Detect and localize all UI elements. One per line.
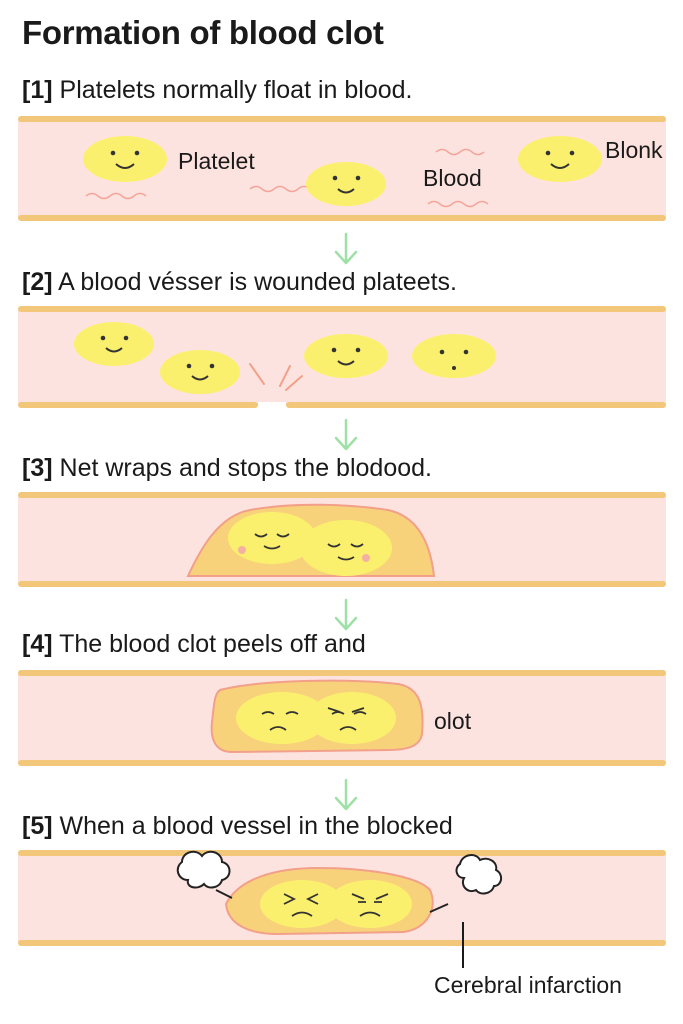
platelet-2 bbox=[306, 162, 386, 206]
infarction-pointer-line bbox=[462, 922, 464, 968]
step-5-vessel bbox=[18, 850, 666, 948]
step-3-vessel bbox=[18, 492, 666, 588]
step-2-heading: [2] A blood vésser is wounded plateets. bbox=[22, 268, 457, 297]
step-5-number: [5] bbox=[22, 812, 53, 840]
step-3-text: Net wraps and stops the blodood. bbox=[59, 454, 432, 482]
platelet-b bbox=[160, 350, 240, 394]
step-1-heading: [1] Platelets normally float in blood. bbox=[22, 76, 412, 105]
platelet-1 bbox=[83, 136, 167, 182]
clot-label: olot bbox=[434, 708, 472, 734]
step-2-vessel bbox=[18, 306, 666, 410]
step-1-vessel bbox=[18, 116, 666, 222]
puff-cloud-right-icon bbox=[429, 854, 502, 913]
step-1-number: [1] bbox=[22, 76, 53, 104]
blood-wave-lines bbox=[85, 148, 489, 208]
step-1-text: Platelets normally float in blood. bbox=[59, 76, 413, 104]
down-arrow-icon bbox=[334, 778, 358, 811]
infarction-label: Cerebral infarction bbox=[434, 972, 622, 998]
down-arrow-icon bbox=[334, 598, 358, 631]
step-4-text: The blood clot peels off and bbox=[59, 630, 366, 658]
step-3-heading: [3] Net wraps and stops the blodood. bbox=[22, 454, 432, 483]
platelet-3 bbox=[518, 136, 602, 182]
step-5-heading: [5] When a blood vessel in the blocked bbox=[22, 812, 453, 841]
blonk-label: Blonk bbox=[605, 137, 663, 163]
step-4-number: [4] bbox=[22, 630, 53, 658]
page-title: Formation of blood clot bbox=[22, 14, 384, 51]
step-2-text: A blood vésser is wounded plateets. bbox=[58, 268, 458, 296]
platelet-a bbox=[74, 322, 154, 366]
wound-spark-lines bbox=[249, 363, 303, 391]
step-5-text: When a blood vessel in the blocked bbox=[59, 812, 453, 840]
platelet-label: Platelet bbox=[178, 148, 255, 174]
blood-label: Blood bbox=[423, 165, 482, 191]
platelet-d bbox=[412, 334, 496, 378]
step-4-heading: [4] The blood clot peels off and bbox=[22, 630, 366, 659]
step-4-vessel bbox=[18, 670, 666, 768]
platelet-c bbox=[304, 334, 388, 378]
detached-clot bbox=[210, 679, 424, 754]
down-arrow-icon bbox=[334, 232, 358, 265]
down-arrow-icon bbox=[334, 418, 358, 451]
puff-cloud-left-icon bbox=[176, 850, 233, 899]
clot-net bbox=[186, 503, 436, 577]
step-2-number: [2] bbox=[22, 268, 53, 296]
step-3-number: [3] bbox=[22, 454, 53, 482]
blocking-clot bbox=[224, 866, 434, 936]
